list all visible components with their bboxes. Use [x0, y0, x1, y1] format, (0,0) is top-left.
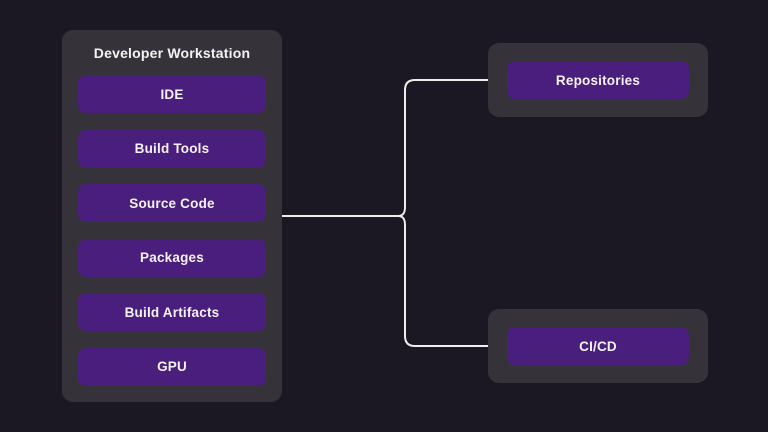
repositories-panel: Repositories	[488, 43, 708, 117]
cicd-panel: CI/CD	[488, 309, 708, 383]
connector-to-cicd	[397, 215, 489, 347]
node-gpu: GPU	[78, 347, 266, 386]
node-packages: Packages	[78, 238, 266, 277]
node-ide: IDE	[78, 75, 266, 113]
workstation-title: Developer Workstation	[93, 44, 251, 61]
node-build-artifacts: Build Artifacts	[78, 293, 266, 331]
node-build-tools: Build Tools	[78, 129, 266, 168]
node-cicd: CI/CD	[507, 327, 689, 365]
workstation-panel: Developer Workstation IDE Build Tools So…	[62, 30, 282, 402]
workstation-node-stack: IDE Build Tools Source Code Packages Bui…	[78, 75, 266, 386]
node-repositories: Repositories	[507, 61, 689, 99]
node-source-code: Source Code	[78, 184, 266, 222]
connector-to-repositories	[397, 79, 489, 217]
